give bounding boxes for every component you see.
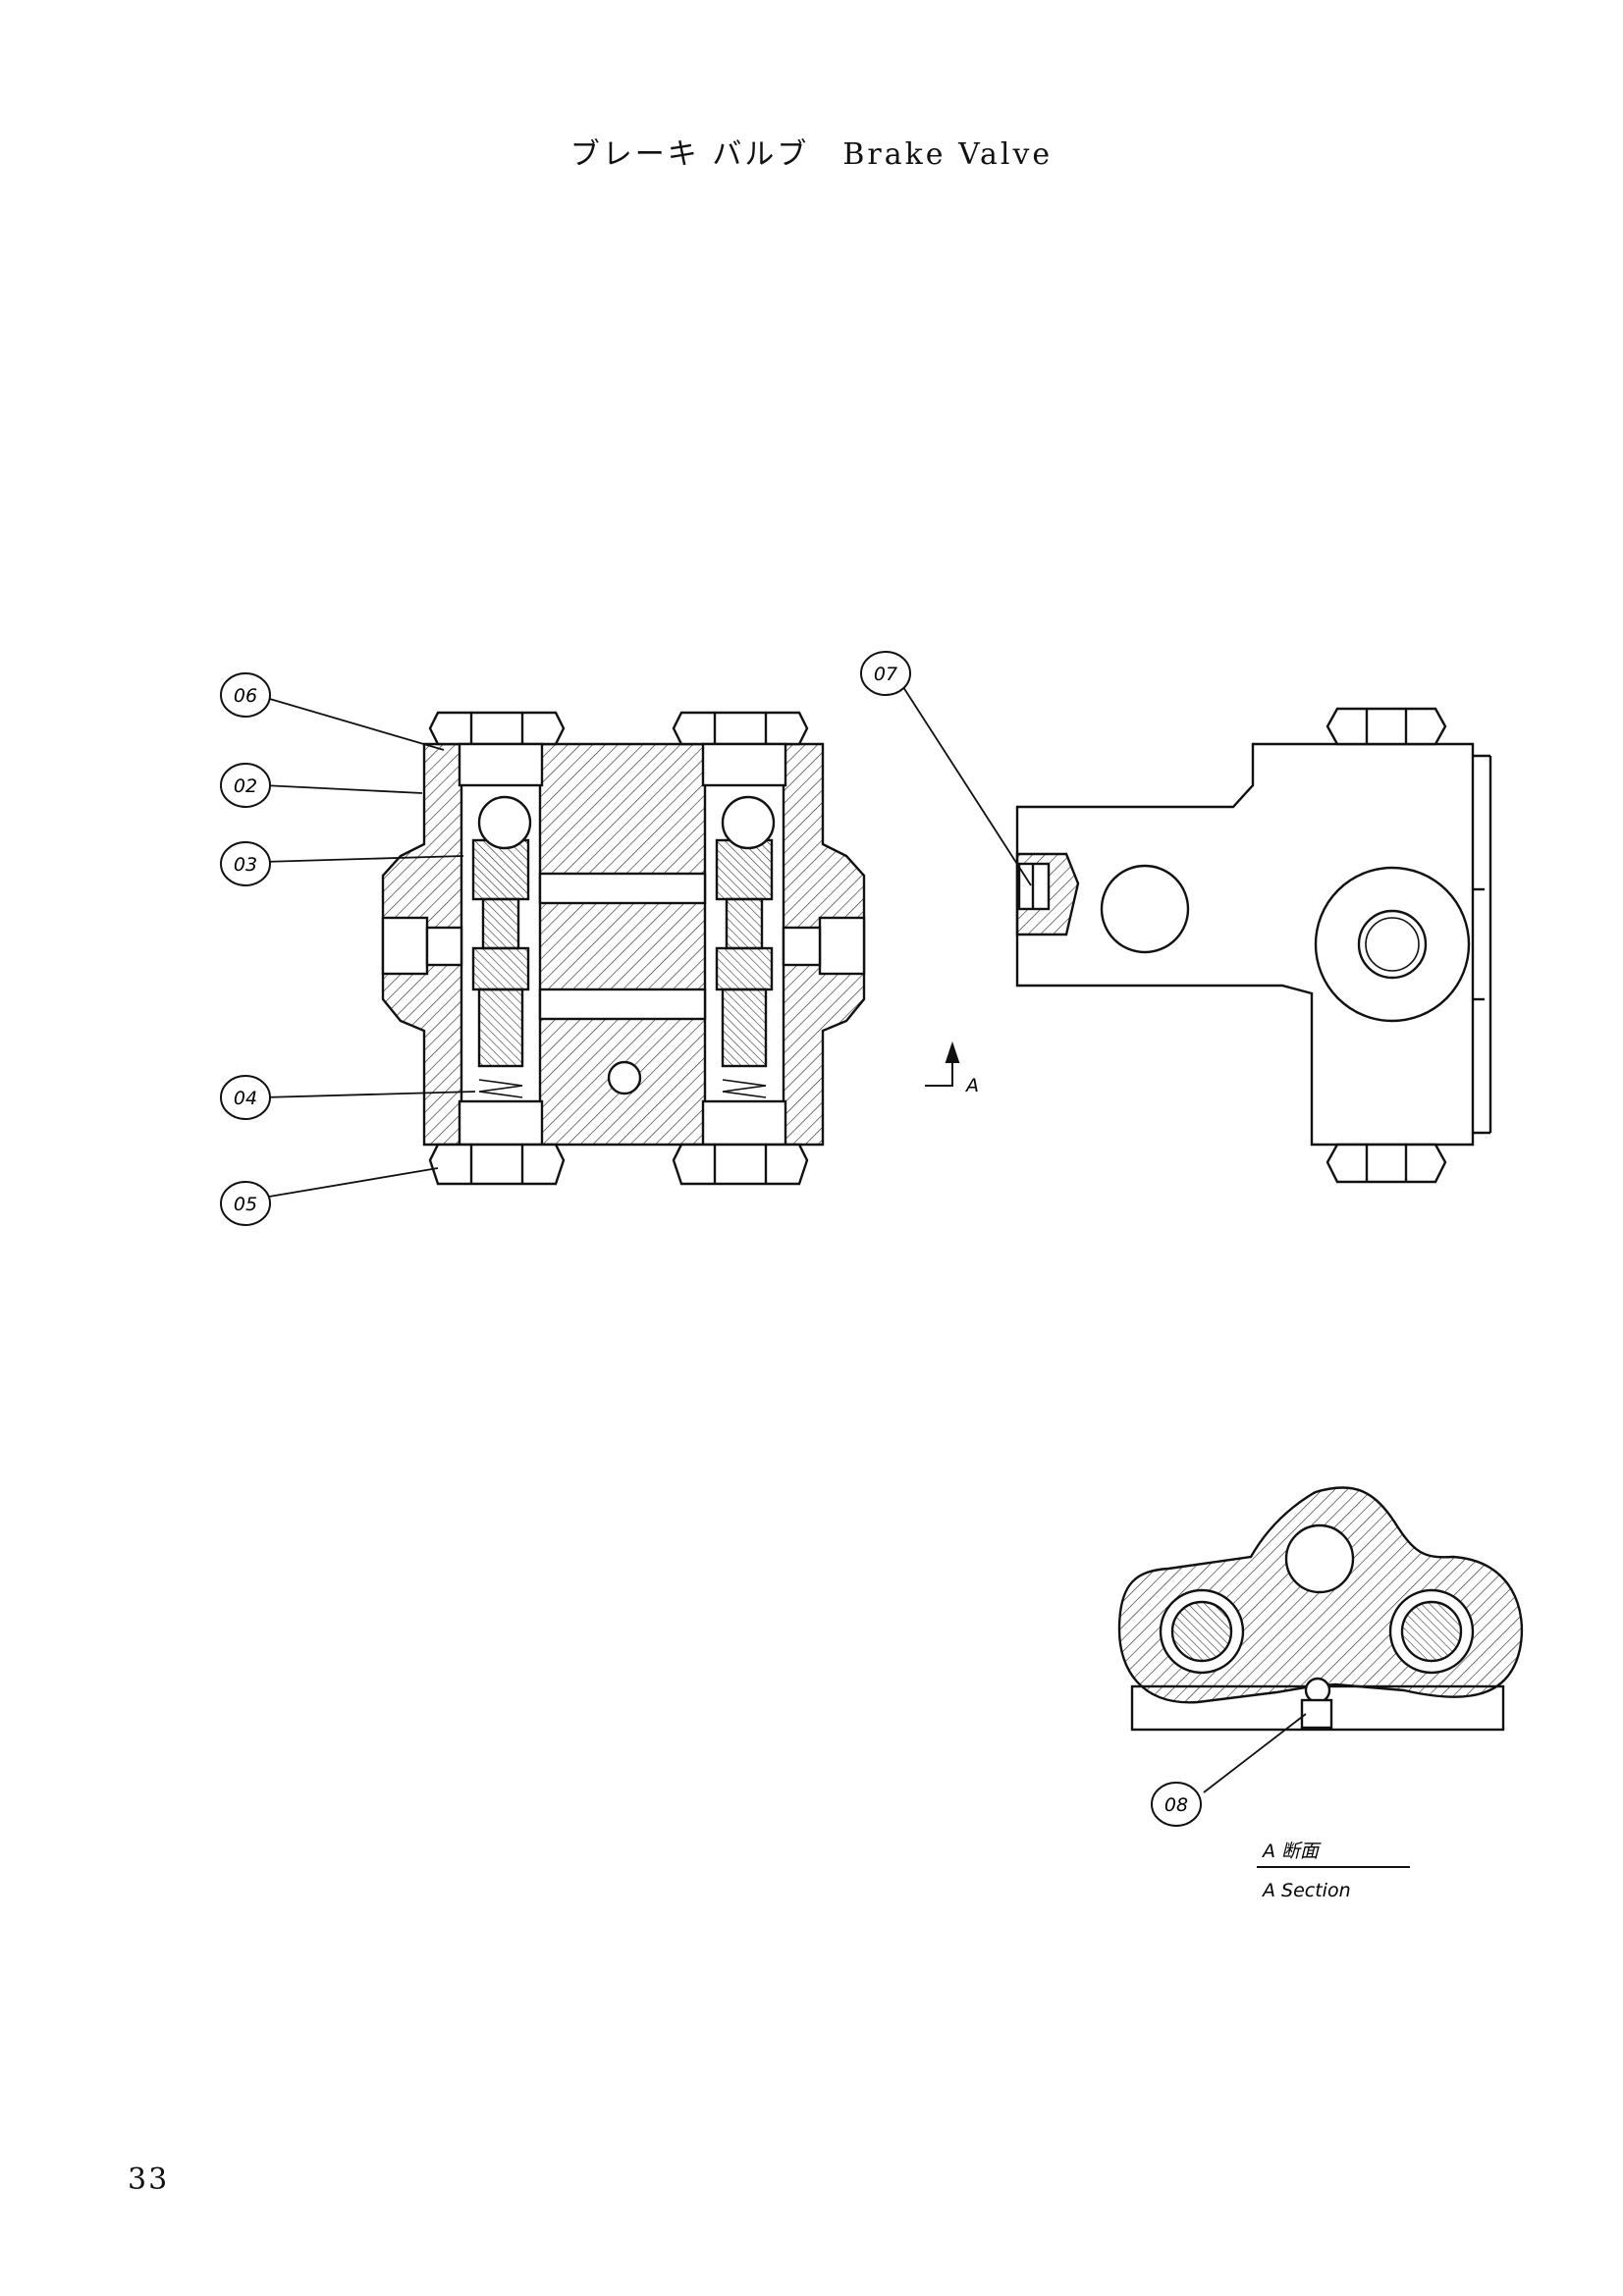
- section-caption: A 断面 A Section: [1257, 1841, 1410, 1901]
- callout-05-label: 05: [234, 1194, 257, 1215]
- callout-03-label: 03: [234, 854, 257, 876]
- section-body: [1117, 1486, 1524, 1704]
- callout-02-label: 02: [234, 775, 257, 797]
- title-english: Brake Valve: [842, 137, 1054, 172]
- check-balls: [477, 795, 776, 850]
- upper-passage: [538, 872, 707, 905]
- callout-07-label: 07: [874, 664, 897, 685]
- callout-06: [220, 672, 271, 718]
- callout-08: [1151, 1782, 1202, 1827]
- side-view: [1015, 707, 1492, 1184]
- callout-07: [860, 651, 911, 696]
- boss-inner: [1357, 909, 1428, 980]
- callout-05: [220, 1181, 271, 1226]
- section-marker-label: A: [964, 1075, 979, 1096]
- right-port-step: [782, 926, 822, 967]
- left-port: [381, 916, 429, 976]
- callout-06-label: 06: [234, 685, 257, 707]
- callout-03: [220, 841, 271, 886]
- callout-labels: 06 02 03 04 05 07 08: [234, 664, 1188, 1816]
- lower-passage: [538, 988, 707, 1021]
- page-title: ブレーキ バルブ Brake Valve: [0, 130, 1623, 173]
- section-caption-english: A Section: [1261, 1880, 1351, 1901]
- callout-08-label: 08: [1164, 1794, 1188, 1816]
- title-japanese: ブレーキ バルブ: [569, 137, 810, 172]
- right-port: [818, 916, 866, 976]
- callout-leaders: [262, 686, 1307, 1793]
- side-body: [1015, 742, 1475, 1147]
- section-caption-japanese: A 断面: [1261, 1841, 1322, 1862]
- callout-02: [220, 763, 271, 808]
- section-marker: [925, 1041, 960, 1087]
- callout-04: [220, 1075, 271, 1120]
- springs: [478, 1079, 767, 1098]
- side-port: [1100, 864, 1190, 954]
- callout-04-label: 04: [234, 1088, 257, 1109]
- page-number: 33: [128, 2163, 170, 2197]
- cross-hole: [607, 1060, 642, 1095]
- top-plugs: [428, 711, 809, 787]
- left-port-step: [425, 926, 463, 967]
- bottom-plugs: [428, 1099, 809, 1186]
- a-section-view: [1117, 1486, 1524, 1732]
- spools: [471, 838, 774, 1068]
- callout-bubbles: [220, 651, 1202, 1827]
- sectional-view: [381, 711, 866, 1186]
